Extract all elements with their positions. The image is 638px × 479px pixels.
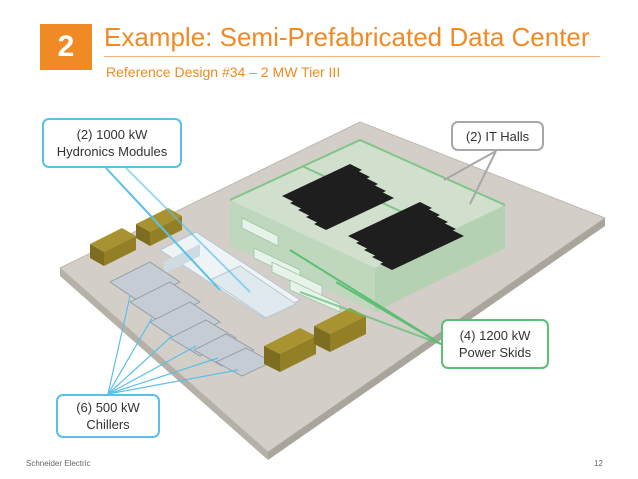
footer-page-number: 12 <box>594 459 603 468</box>
callout-hydronics-line2: Hydronics Modules <box>56 144 168 159</box>
callout-it-halls-label: (2) IT Halls <box>465 128 530 144</box>
callout-power-skids: (4) 1200 kW Power Skids <box>441 319 549 369</box>
chiller-units <box>109 261 273 377</box>
hydronics-modules <box>158 231 302 319</box>
callout-power-line1: (4) 1200 kW <box>459 328 531 343</box>
callout-chillers: (6) 500 kW Chillers <box>56 394 160 438</box>
callout-hydronics-line1: (2) 1000 kW <box>76 127 148 142</box>
slide-number-badge: 2 <box>40 24 92 70</box>
callout-hydronics-modules: (2) 1000 kW Hydronics Modules <box>42 118 182 168</box>
callout-chillers-line1: (6) 500 kW <box>76 400 140 415</box>
callout-it-halls: (2) IT Halls <box>451 121 544 151</box>
callout-leader-lines <box>105 150 497 395</box>
page-title: Example: Semi-Prefabricated Data Center <box>104 22 590 52</box>
it-hall-racks <box>282 164 464 270</box>
callout-chillers-line2: Chillers <box>86 417 130 432</box>
callout-power-line2: Power Skids <box>458 345 532 360</box>
title-divider <box>104 56 600 57</box>
power-skid-rows <box>241 217 341 313</box>
footer-company: Schneider Electric <box>26 459 91 468</box>
page-subtitle: Reference Design #34 – 2 MW Tier III <box>106 64 341 80</box>
